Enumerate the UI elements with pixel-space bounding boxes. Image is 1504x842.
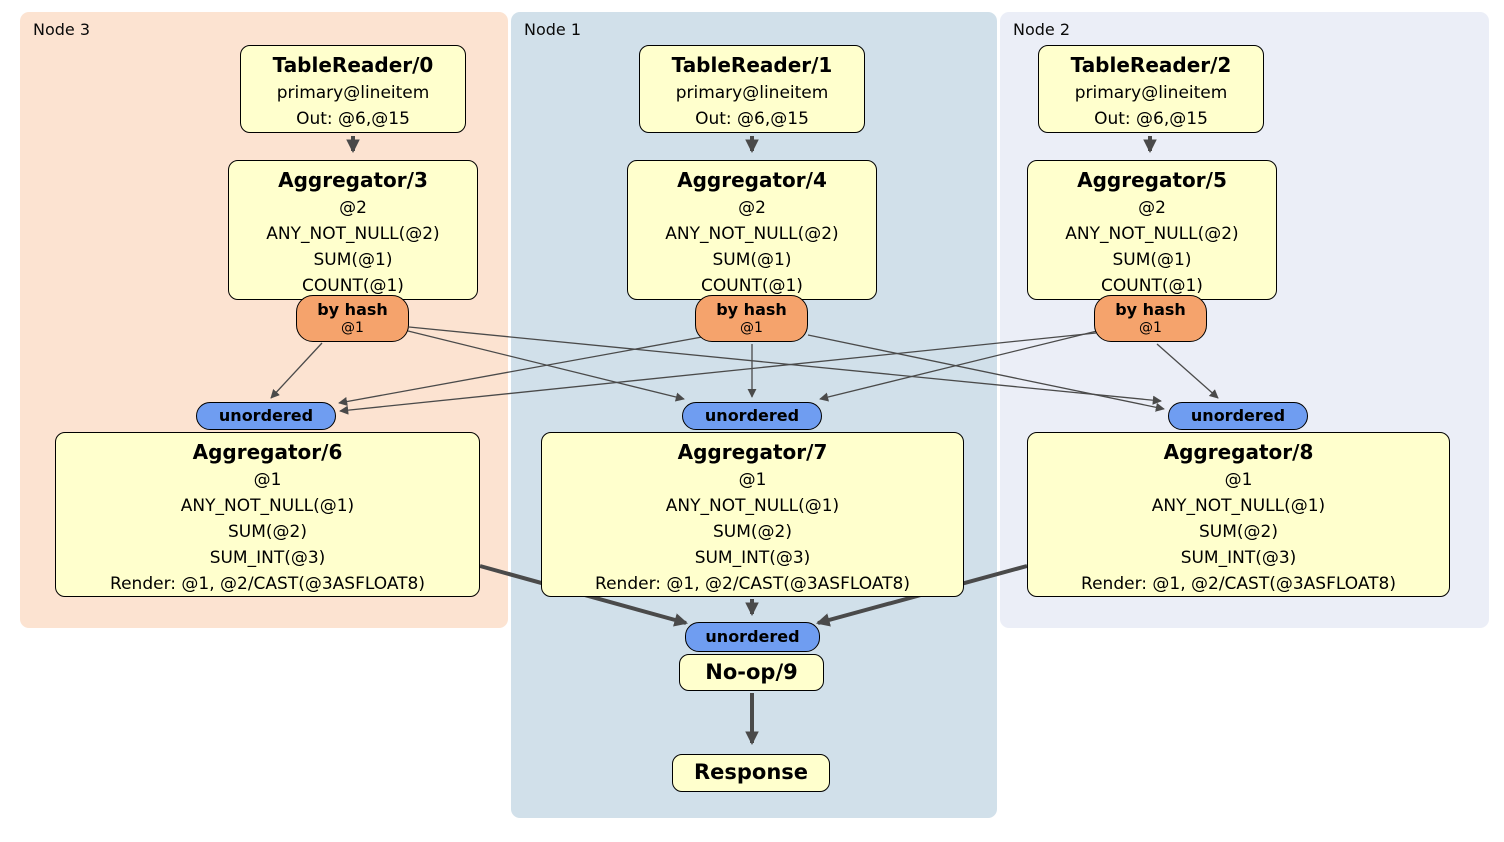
box-line: SUM_INT(@3) [209,548,326,568]
plan-box-tablereader-0: TableReader/0 primary@lineitem Out: @6,@… [240,45,466,133]
box-line: SUM(@2) [228,522,307,542]
plan-box-aggregator-5: Aggregator/5 @2 ANY_NOT_NULL(@2) SUM(@1)… [1027,160,1277,300]
box-line: @2 [1138,198,1166,218]
oval-sub-label: @1 [740,320,763,336]
box-line: COUNT(@1) [302,276,404,296]
unordered-stream-oval-final: unordered [685,622,820,652]
box-line: SUM(@1) [313,250,393,270]
plan-box-aggregator-8: Aggregator/8 @1 ANY_NOT_NULL(@1) SUM(@2)… [1027,432,1450,597]
box-line: SUM(@1) [712,250,792,270]
box-line: Out: @6,@15 [695,109,809,129]
box-line: @2 [738,198,766,218]
box-title: Aggregator/3 [278,168,428,192]
box-line: SUM_INT(@3) [1180,548,1297,568]
box-title: TableReader/2 [1070,53,1232,77]
plan-box-aggregator-3: Aggregator/3 @2 ANY_NOT_NULL(@2) SUM(@1)… [228,160,478,300]
box-title: Aggregator/4 [677,168,827,192]
oval-label: unordered [704,406,800,425]
box-line: @1 [1224,470,1253,490]
box-line: primary@lineitem [675,83,829,103]
box-title: Aggregator/8 [1163,440,1314,464]
oval-label: unordered [705,627,800,646]
box-line: Render: @1, @2/CAST(@3ASFLOAT8) [1081,574,1396,594]
box-line: SUM_INT(@3) [694,548,811,568]
box-line: ANY_NOT_NULL(@2) [1065,224,1239,244]
box-line: primary@lineitem [276,83,430,103]
box-line: ANY_NOT_NULL(@1) [1151,496,1326,516]
region-label: Node 2 [1013,20,1071,39]
oval-label: unordered [218,406,314,425]
box-line: SUM(@1) [1112,250,1192,270]
box-line: primary@lineitem [1074,83,1228,103]
box-title: No-op/9 [705,660,798,684]
oval-label: by hash [716,300,787,319]
box-title: Aggregator/7 [677,440,828,464]
plan-box-response: Response [672,754,830,792]
oval-label: by hash [1115,300,1186,319]
unordered-stream-oval-8: unordered [1168,402,1308,430]
box-line: ANY_NOT_NULL(@1) [665,496,840,516]
box-line: ANY_NOT_NULL(@2) [266,224,440,244]
box-title: Aggregator/6 [192,440,343,464]
hash-router-oval-2: by hash @1 [1094,295,1207,342]
unordered-stream-oval-6: unordered [196,402,336,430]
unordered-stream-oval-7: unordered [682,402,822,430]
box-title: Aggregator/5 [1077,168,1227,192]
box-line: @2 [339,198,367,218]
box-line: Render: @1, @2/CAST(@3ASFLOAT8) [595,574,910,594]
box-title: TableReader/0 [272,53,434,77]
plan-box-aggregator-6: Aggregator/6 @1 ANY_NOT_NULL(@1) SUM(@2)… [55,432,480,597]
oval-sub-label: @1 [1139,320,1162,336]
box-line: COUNT(@1) [1101,276,1203,296]
plan-box-noop-9: No-op/9 [679,654,824,691]
box-line: ANY_NOT_NULL(@2) [665,224,839,244]
plan-box-aggregator-7: Aggregator/7 @1 ANY_NOT_NULL(@1) SUM(@2)… [541,432,964,597]
hash-router-oval-0: by hash @1 [296,295,409,342]
box-line: Out: @6,@15 [1094,109,1208,129]
plan-box-tablereader-1: TableReader/1 primary@lineitem Out: @6,@… [639,45,865,133]
box-title: TableReader/1 [671,53,833,77]
plan-box-tablereader-2: TableReader/2 primary@lineitem Out: @6,@… [1038,45,1264,133]
box-line: Render: @1, @2/CAST(@3ASFLOAT8) [110,574,425,594]
box-line: Out: @6,@15 [296,109,410,129]
region-label: Node 1 [524,20,582,39]
box-line: ANY_NOT_NULL(@1) [180,496,355,516]
plan-box-aggregator-4: Aggregator/4 @2 ANY_NOT_NULL(@2) SUM(@1)… [627,160,877,300]
box-line: @1 [738,470,767,490]
oval-label: unordered [1190,406,1286,425]
box-line: SUM(@2) [1199,522,1278,542]
oval-label: by hash [317,300,388,319]
hash-router-oval-1: by hash @1 [695,295,808,342]
box-line: @1 [253,470,282,490]
box-line: SUM(@2) [713,522,792,542]
box-line: COUNT(@1) [701,276,803,296]
region-label: Node 3 [33,20,91,39]
box-title: Response [693,760,809,784]
oval-sub-label: @1 [341,320,364,336]
